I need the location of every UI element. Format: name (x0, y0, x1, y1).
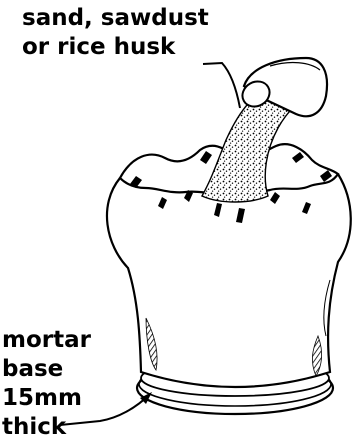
filler-leader-line (203, 63, 240, 108)
base-leader-line (60, 394, 150, 425)
